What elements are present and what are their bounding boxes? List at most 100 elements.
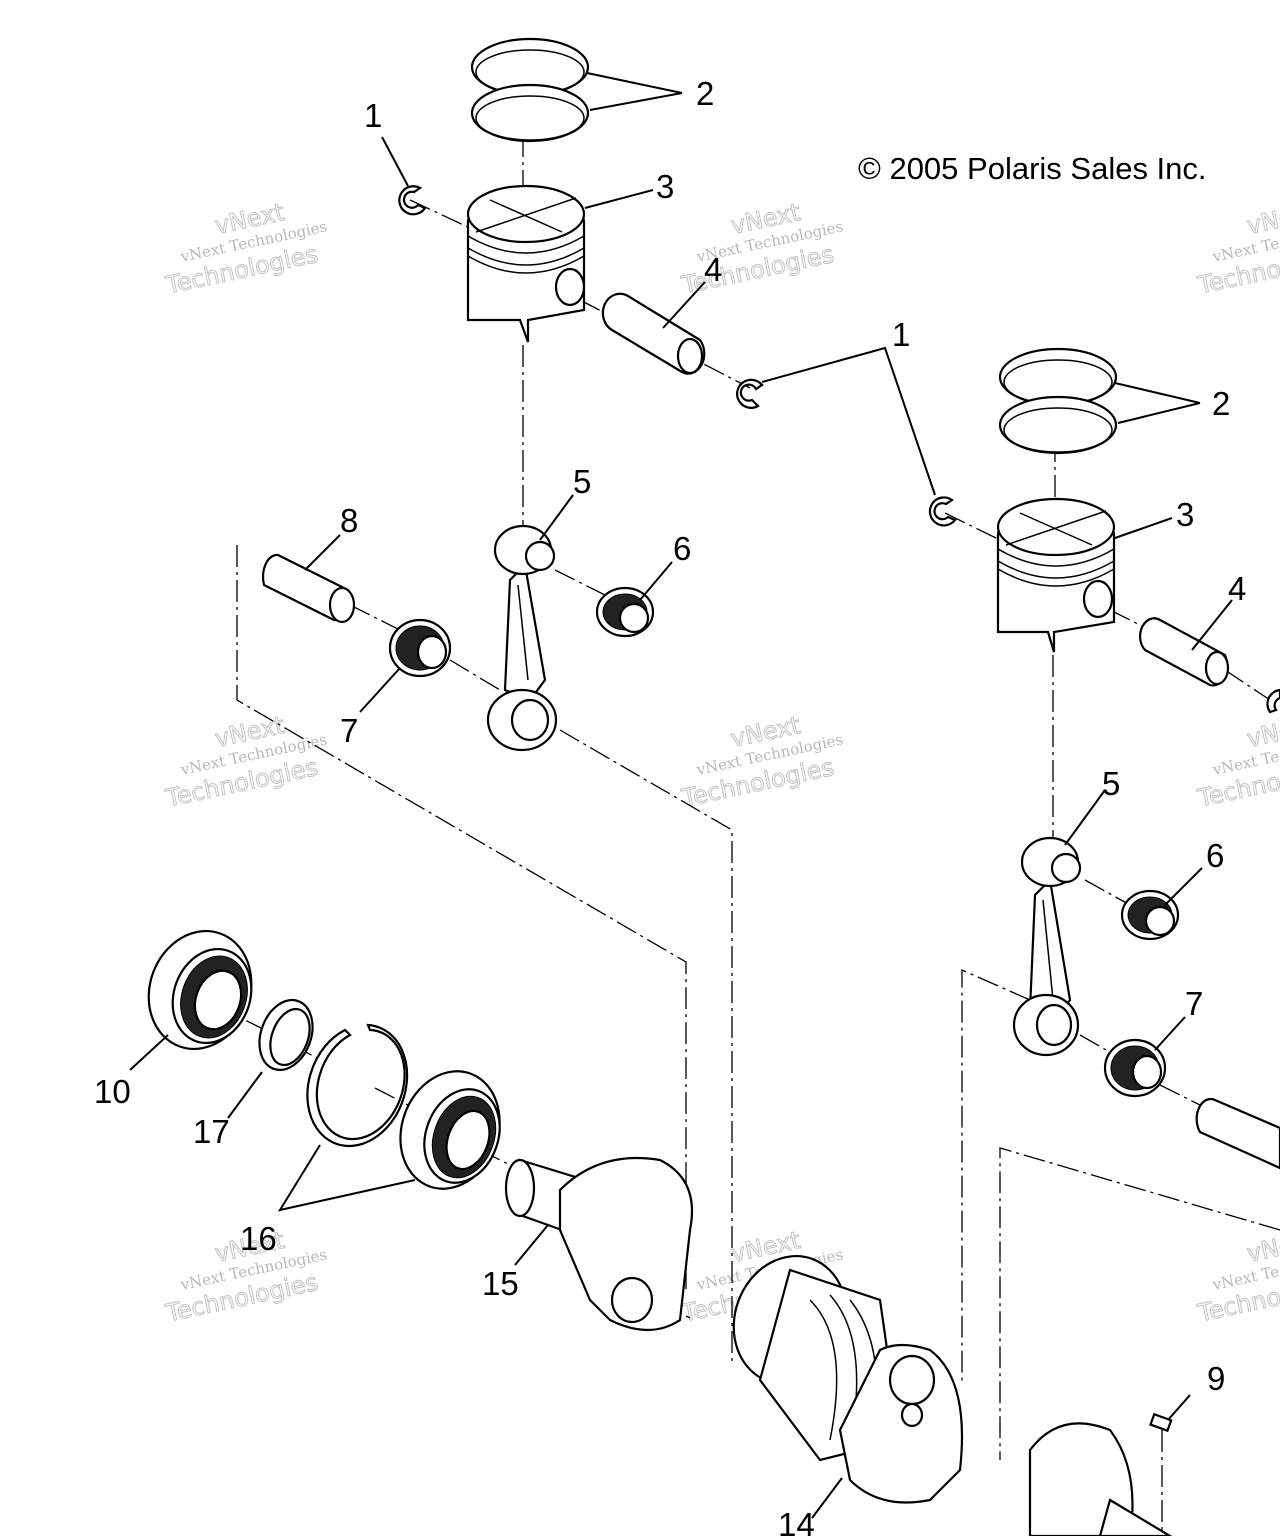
crankpin-8-end bbox=[328, 586, 356, 624]
leader-5b bbox=[1064, 789, 1106, 846]
connecting-rod-b bbox=[1012, 836, 1082, 1057]
watermark-5: vNext vNext Technologies Technologies bbox=[678, 711, 844, 814]
callout-17: 17 bbox=[193, 1113, 230, 1150]
piston-pin-b bbox=[1139, 617, 1230, 687]
callout-2-right: 2 bbox=[1212, 385, 1230, 422]
leader-6b bbox=[1164, 867, 1203, 906]
callout-2-upper: 2 bbox=[696, 75, 714, 112]
callout-4-right: 4 bbox=[1228, 570, 1246, 607]
axis-bracket-a bbox=[236, 545, 687, 1290]
piston-groove-a2 bbox=[467, 247, 585, 266]
callout-7-right: 7 bbox=[1185, 985, 1203, 1022]
piston-groove-b3 bbox=[997, 568, 1115, 587]
crankpin-b-body bbox=[1195, 1097, 1280, 1170]
callout-labels: 1 2 3 4 1 2 3 4 5 6 7 8 5 6 7 10 17 16 1… bbox=[94, 75, 1246, 1536]
watermarks: vNext vNext Technologies Technologies vN… bbox=[162, 198, 1280, 1329]
rod-a-small-bore bbox=[510, 698, 550, 742]
axis-small-end-a bbox=[449, 659, 501, 691]
woodruff-key-9 bbox=[1149, 1412, 1173, 1433]
watermark-1: vNext vNext Technologies Technologies bbox=[162, 198, 328, 301]
main-bearing-10 bbox=[147, 929, 253, 1051]
crank-half-15 bbox=[504, 1156, 694, 1331]
axis-bracket-b bbox=[961, 969, 1031, 1385]
piston-crown-a bbox=[466, 184, 586, 244]
leader-7a bbox=[359, 667, 401, 713]
watermark-vnext: vNext bbox=[1244, 711, 1280, 753]
rod-a-big-bore bbox=[524, 540, 556, 572]
leader-5a bbox=[539, 494, 574, 541]
piston-ring-lower-a-inner bbox=[475, 95, 585, 141]
piston-pin-bore-a bbox=[554, 267, 586, 307]
leader-17 bbox=[227, 1071, 263, 1119]
needle-bearing-7a bbox=[388, 618, 452, 678]
axis-pin-b2 bbox=[1224, 669, 1271, 701]
leader-1a bbox=[381, 136, 409, 187]
watermark-2: vNext vNext Technologies Technologies bbox=[678, 198, 844, 301]
piston-crown-line-b2 bbox=[1019, 512, 1093, 546]
callout-15: 15 bbox=[482, 1265, 519, 1302]
axis-bracket-c bbox=[999, 1147, 1280, 1460]
piston-groove-a3 bbox=[467, 255, 585, 274]
needle-bearing-7b-bore bbox=[1131, 1054, 1163, 1090]
callout-5-upper: 5 bbox=[573, 463, 591, 500]
leader-2a-2 bbox=[589, 92, 683, 111]
axis-clip-16 bbox=[374, 1087, 411, 1107]
leader-8 bbox=[304, 534, 341, 571]
needle-bearing-6b-bore bbox=[1144, 905, 1176, 937]
callout-7-upper: 7 bbox=[340, 712, 358, 749]
needle-bearing-7a-bore bbox=[416, 634, 448, 670]
watermark-9: vNext vNext Technologies Technologies bbox=[1194, 1226, 1280, 1329]
axis-crankpin-a bbox=[349, 604, 401, 631]
piston-pin-a-end bbox=[676, 337, 704, 375]
leader-4a bbox=[662, 281, 706, 329]
piston-pin-a bbox=[601, 292, 706, 375]
piston-groove-a1 bbox=[467, 235, 585, 254]
rod-b-big-bore bbox=[1050, 852, 1082, 884]
axis-rod-bearing-b bbox=[1084, 879, 1131, 906]
leader-3b bbox=[1114, 517, 1173, 539]
ring-17 bbox=[258, 999, 314, 1071]
crank-right-lower bbox=[1028, 1422, 1173, 1536]
circlip-b-left bbox=[928, 496, 957, 527]
leader-6a bbox=[639, 561, 673, 601]
main-bearing-16-bore bbox=[445, 1109, 491, 1171]
piston-crown-line-b1 bbox=[1005, 510, 1107, 546]
crank-14-small-hole bbox=[900, 1402, 924, 1428]
piston-ring-lower-b-inner bbox=[1003, 407, 1113, 453]
callout-4-upper: 4 bbox=[704, 251, 722, 288]
leader-3a bbox=[584, 189, 654, 209]
callout-16: 16 bbox=[240, 1220, 277, 1257]
ring-17-inner bbox=[269, 1007, 311, 1067]
watermark-vnext: vNext bbox=[1244, 1226, 1280, 1268]
crank-15-web bbox=[558, 1156, 694, 1331]
rod-a-beam bbox=[503, 562, 547, 702]
rod-b-beam-line bbox=[1042, 899, 1054, 1001]
piston-groove-b1 bbox=[997, 548, 1115, 567]
callout-14: 14 bbox=[778, 1506, 815, 1536]
crank-right-shaft bbox=[1098, 1498, 1173, 1536]
callout-6-right: 6 bbox=[1206, 837, 1224, 874]
callout-10: 10 bbox=[94, 1073, 131, 1110]
piston-b bbox=[996, 497, 1116, 653]
piston-pin-b-end bbox=[1204, 650, 1230, 686]
crankpin-b bbox=[1195, 1097, 1280, 1170]
watermark-3: vNext vNext Technologies Technologies bbox=[1194, 198, 1280, 301]
piston-a bbox=[466, 184, 586, 343]
watermark-4: vNext vNext Technologies Technologies bbox=[162, 711, 328, 814]
copyright-text: © 2005 Polaris Sales Inc. bbox=[858, 151, 1207, 186]
rod-b-small-bore bbox=[1035, 1003, 1073, 1047]
main-bearing-16 bbox=[399, 1070, 501, 1190]
snap-ring-16-body bbox=[306, 1023, 409, 1148]
piston-pin-bore-b bbox=[1082, 579, 1114, 619]
piston-rings-a bbox=[470, 37, 590, 143]
piston-groove-b2 bbox=[997, 560, 1115, 579]
callout-6-upper: 6 bbox=[673, 530, 691, 567]
axis-clip-b bbox=[944, 512, 1001, 541]
watermark-vnext: vNext bbox=[1244, 198, 1280, 240]
leader-10 bbox=[129, 1034, 169, 1071]
leader-lines bbox=[129, 72, 1233, 1519]
piston-rings-b bbox=[998, 347, 1118, 455]
crank-center-14 bbox=[732, 1254, 964, 1504]
leader-14 bbox=[811, 1477, 843, 1519]
rod-a-beam-line bbox=[517, 584, 529, 681]
